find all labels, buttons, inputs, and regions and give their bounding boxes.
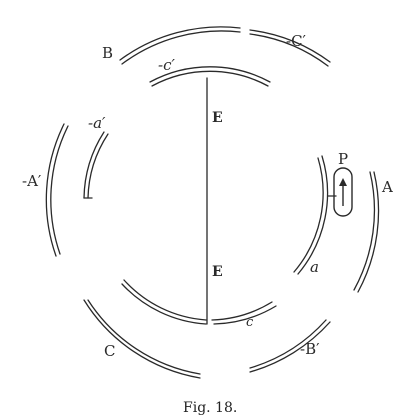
inner-coil-left-low	[121, 283, 207, 325]
label-C: C	[104, 342, 115, 360]
inner-coil-c-prime	[149, 66, 271, 83]
pole-piece	[333, 167, 353, 217]
outer-coil-A	[357, 171, 380, 293]
outer-coil-A	[353, 171, 376, 291]
inner-coil-a	[297, 155, 329, 275]
outer-coil-B	[119, 26, 241, 61]
arrow-up-icon	[339, 178, 347, 186]
label-A: A	[381, 178, 393, 196]
outer-coil-A-prime	[50, 125, 69, 255]
label-a-prime: -a′	[88, 114, 106, 132]
label-C-prime: -C′	[286, 32, 307, 50]
inner-coil-left-low	[123, 279, 207, 321]
label-B: B	[102, 44, 113, 62]
outer-coil-C-prime	[249, 33, 329, 67]
inner-coil-a-prime	[87, 133, 109, 199]
label-E-bottom: E	[212, 264, 223, 280]
outer-coil-C	[87, 299, 201, 375]
outer-coil-B	[121, 30, 241, 65]
outer-coil-B-prime	[249, 319, 327, 369]
label-B-prime: -B′	[300, 340, 320, 358]
label-a: a	[310, 258, 319, 276]
outer-coil-B-prime	[249, 321, 331, 373]
outer-coil-C	[83, 299, 201, 379]
inner-coil-c-prime	[151, 70, 269, 87]
figure-caption: Fig. 18.	[183, 400, 237, 416]
inner-coil-c	[211, 301, 273, 321]
label-c-prime: -c′	[158, 56, 175, 74]
inner-coil-c	[213, 305, 277, 325]
outer-coil-A-prime	[45, 123, 65, 257]
label-P: P	[338, 150, 348, 168]
label-c: c	[246, 315, 254, 330]
inner-coil-a	[293, 157, 324, 273]
label-A-prime: -A′	[22, 172, 42, 190]
label-E-top: E	[212, 110, 223, 126]
inner-coil-a-prime	[83, 131, 105, 199]
outer-coil-C-prime	[249, 29, 331, 63]
